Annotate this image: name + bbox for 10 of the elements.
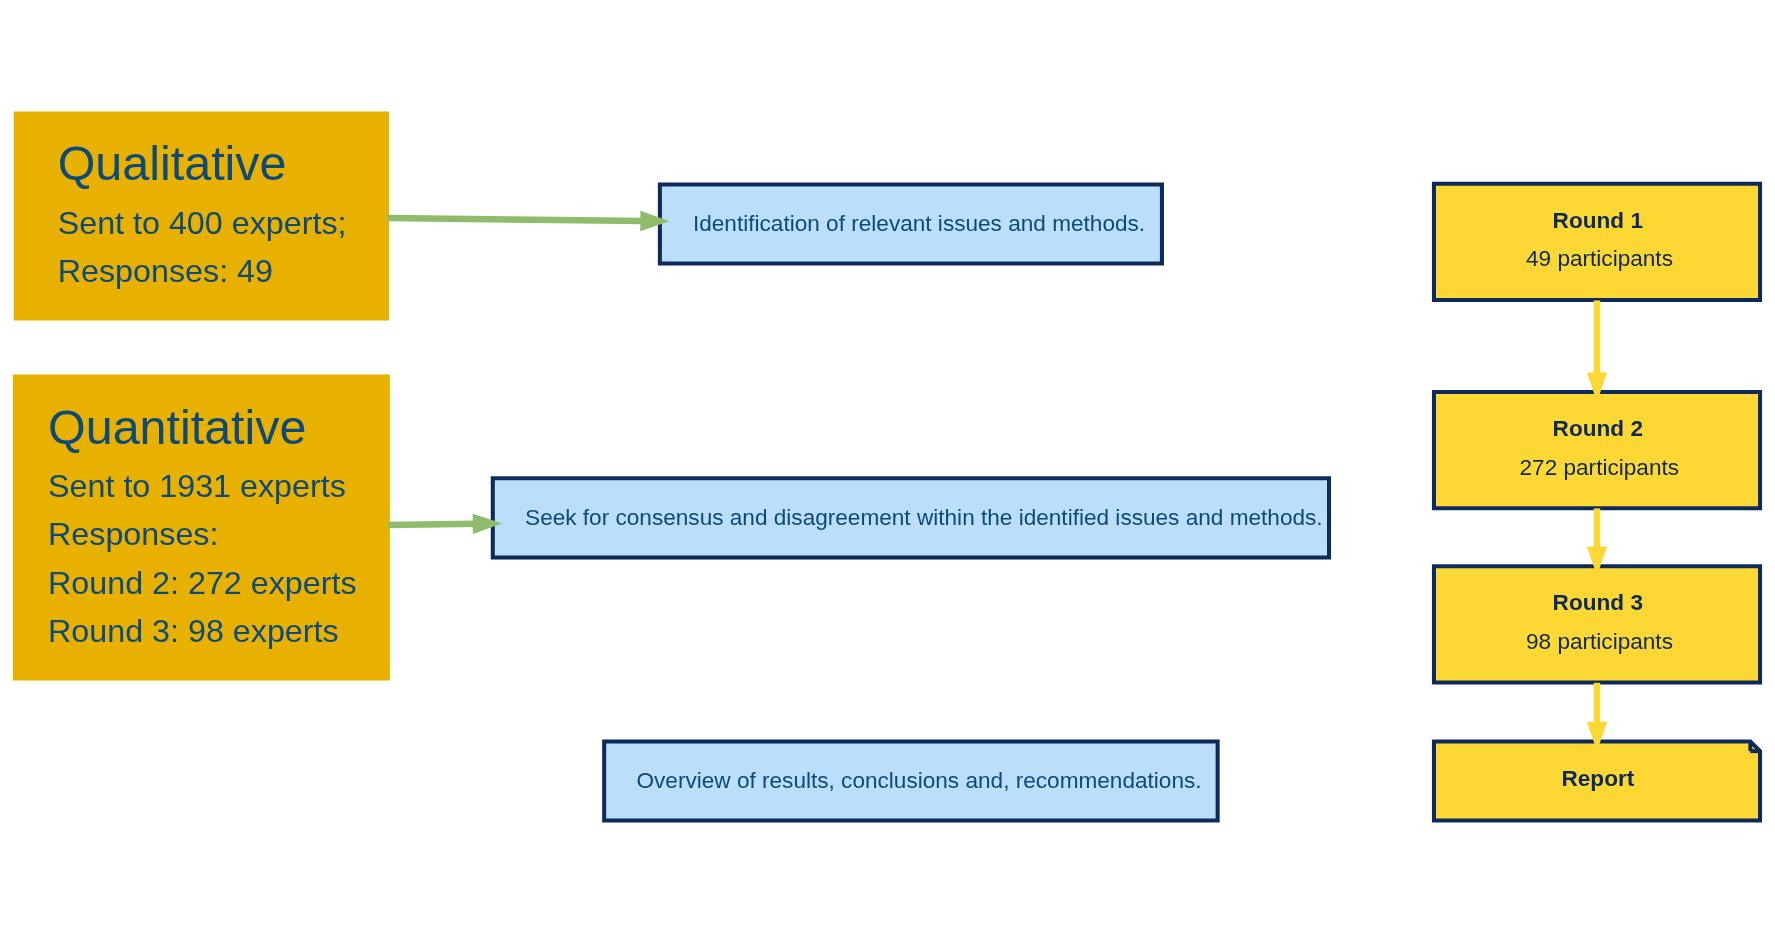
node-box: Round 3 98 participants (1431, 563, 1763, 685)
arrow (388, 513, 502, 534)
node-box: Round 1 49 participants (1431, 181, 1763, 302)
node-box: Seek for consensus and disagreement within the identified issues and methods. (490, 475, 1332, 559)
node-box: Quantitative Sent to 1931 experts Responses: Round 2: 272 experts Round 3: 98 experts (12, 374, 390, 680)
node-box: Qualitative Sent to 400 experts; Responses: 49 (13, 110, 390, 320)
node-box: Round 2 272 participants (1431, 389, 1763, 510)
arrow (387, 210, 670, 231)
node-box: Overview of results, conclusions and, recommendations. (602, 738, 1220, 823)
node-box: Identification of relevant issues and methods. (657, 181, 1164, 266)
